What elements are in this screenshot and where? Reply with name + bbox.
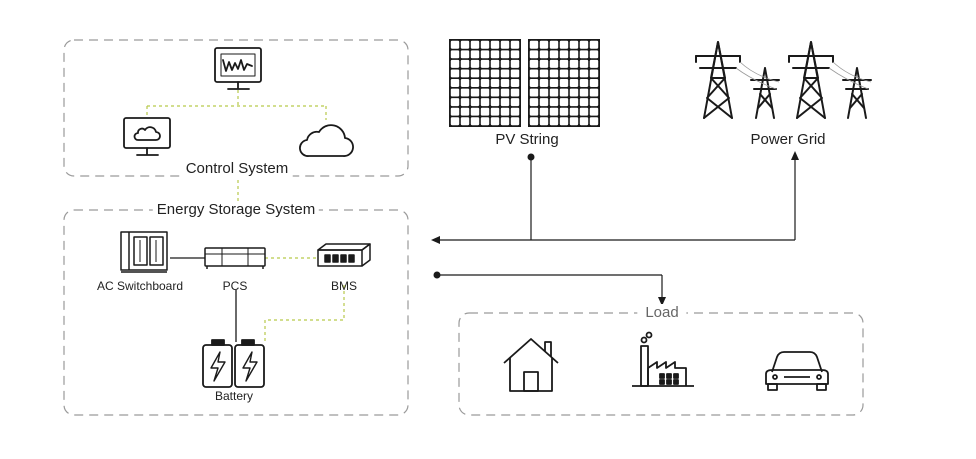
energy-storage-system-title: Energy Storage System xyxy=(152,201,320,218)
cloud-icon xyxy=(299,124,354,157)
arrow-to-ess xyxy=(431,236,440,244)
bms-label: BMS xyxy=(330,279,358,293)
ac-switchboard-icon xyxy=(120,231,168,273)
pcs-icon xyxy=(204,247,266,269)
control-system-links xyxy=(146,90,327,208)
load-box xyxy=(458,312,864,416)
load-title: Load xyxy=(637,304,687,321)
pcs-label: PCS xyxy=(222,279,248,293)
ess-links xyxy=(170,257,345,342)
power-tower-icon xyxy=(695,41,872,119)
battery-label: Battery xyxy=(214,389,254,403)
load-junction-dot xyxy=(433,271,441,279)
pv-junction-dot xyxy=(527,153,535,161)
house-icon xyxy=(503,338,559,392)
monitor-cloud-icon xyxy=(123,117,171,156)
monitor-chart-icon xyxy=(214,47,262,90)
ac-switchboard-label: AC Switchboard xyxy=(96,279,184,293)
pv-string-label: PV String xyxy=(495,131,559,148)
power-lines xyxy=(735,61,872,90)
pv-panel-right xyxy=(528,39,600,127)
car-icon xyxy=(765,351,829,391)
power-grid-label: Power Grid xyxy=(750,131,826,148)
bms-icon xyxy=(317,243,371,267)
arrow-to-load xyxy=(658,297,666,306)
factory-icon xyxy=(632,331,694,387)
arrow-to-grid xyxy=(791,151,799,160)
control-system-box xyxy=(63,39,409,177)
control-system-title: Control System xyxy=(181,160,293,177)
pv-panel-left xyxy=(449,39,521,127)
battery-icon xyxy=(202,339,265,388)
power-bus-lines xyxy=(437,158,796,300)
